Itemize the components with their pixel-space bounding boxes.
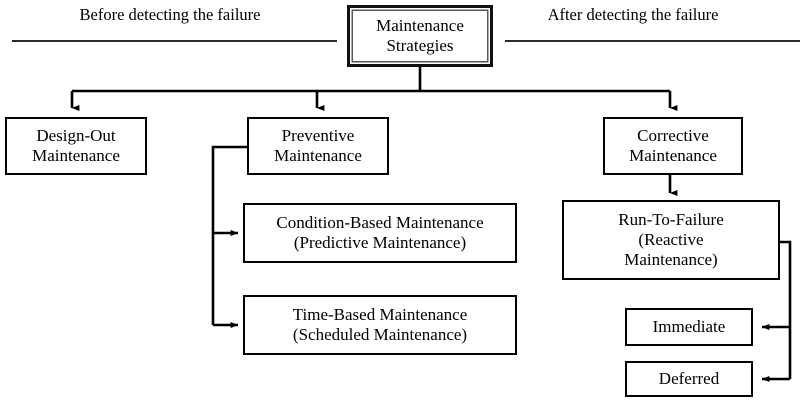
node-deferred[interactable]: Deferred (625, 361, 753, 397)
node-immediate[interactable]: Immediate (625, 308, 753, 346)
node-condition-based-maintenance[interactable]: Condition-Based Maintenance (Predictive … (243, 203, 517, 263)
header-rule-before (12, 40, 337, 42)
node-corrective-maintenance[interactable]: Corrective Maintenance (603, 117, 743, 175)
wire-preventive-spine (211, 145, 247, 325)
node-time-based-maintenance[interactable]: Time-Based Maintenance (Scheduled Mainte… (243, 295, 517, 355)
node-design-out-maintenance[interactable]: Design-Out Maintenance (5, 117, 147, 175)
header-label-before: Before detecting the failure (79, 5, 261, 24)
wire-rtf-spine (780, 240, 792, 379)
header-label-after: After detecting the failure (547, 5, 719, 24)
node-maintenance-strategies[interactable]: Maintenance Strategies (347, 5, 493, 67)
node-preventive-maintenance[interactable]: Preventive Maintenance (247, 117, 389, 175)
node-run-to-failure[interactable]: Run-To-Failure (Reactive Maintenance) (562, 200, 780, 280)
header-rule-after (505, 40, 800, 42)
